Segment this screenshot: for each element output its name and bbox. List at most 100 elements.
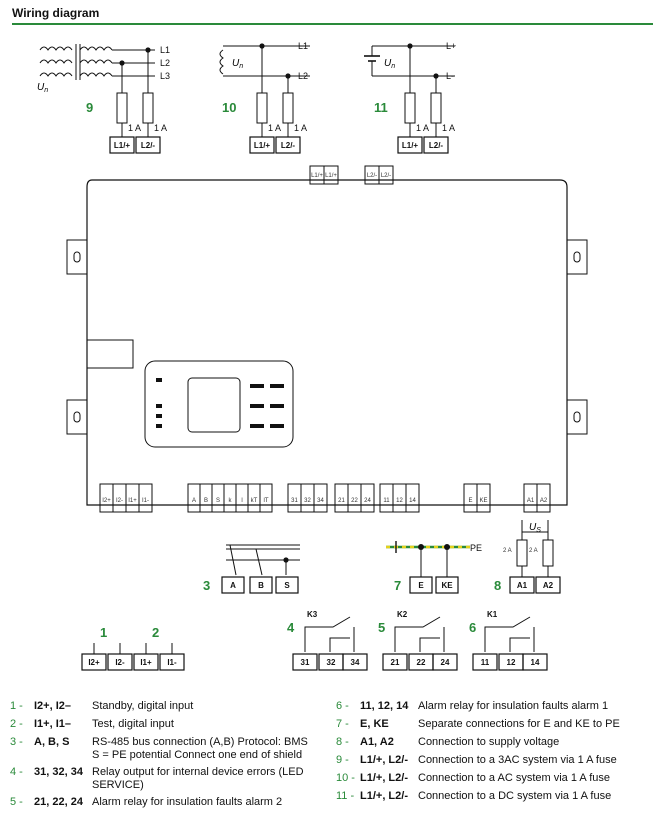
terminal-label: E	[418, 581, 424, 590]
terminal-label: 14	[531, 658, 540, 667]
terminal-label: L1/+	[114, 141, 131, 150]
wiring-diagram: L1 L2 L3 Un 9 1 A 1 A L1/+ L2/- L1 L2 Un…	[37, 41, 588, 671]
terminal-label: L1/+	[402, 141, 419, 150]
legend-description: Test, digital input	[92, 718, 174, 730]
legend-description: Connection to a 3AC system via 1 A fuse	[418, 754, 617, 766]
device-terminal-label: I2-	[116, 498, 123, 504]
terminal-label: S	[284, 581, 290, 590]
device-terminal-label: I1-	[142, 498, 149, 504]
terminal-label: 12	[507, 658, 516, 667]
legend-description: Alarm relay for insulation faults alarm …	[92, 796, 283, 808]
legend-terminals: I1+, I1–	[34, 718, 72, 730]
bottom-terminal-blocks	[99, 483, 551, 513]
fuse-rating: 1 A	[128, 123, 141, 133]
connection-7-pe	[386, 541, 470, 594]
legend-number: 9 -	[336, 754, 349, 766]
variant-number: 11	[374, 100, 388, 115]
legend-description: Connection to a DC system via 1 A fuse	[418, 790, 612, 802]
device-terminal-label: I2+	[102, 498, 111, 504]
device-terminal-label: 24	[364, 498, 371, 504]
legend-terminals: I2+, I2–	[34, 700, 72, 712]
device-terminal-label: A2	[540, 498, 548, 504]
line-label: L1	[298, 41, 308, 51]
supply-voltage-label: US	[529, 522, 541, 534]
legend-terminals: 21, 22, 24	[34, 796, 83, 808]
legend-terminals: L1/+, L2/-	[360, 754, 408, 766]
source-voltage-label: Un	[232, 58, 243, 70]
fuse-rating: 2 A	[503, 548, 512, 554]
legend-number: 1 -	[10, 700, 23, 712]
connection-number: 2	[152, 625, 159, 640]
device-terminal-label: L1/+	[311, 173, 323, 179]
connection-number: 4	[287, 620, 295, 635]
terminal-label: L2/-	[429, 141, 444, 150]
connection-3-rs485	[221, 544, 300, 594]
line-label: L-	[446, 71, 454, 81]
relay-k1	[472, 616, 548, 671]
device-terminal-label: k	[229, 498, 233, 504]
display-leds	[156, 378, 284, 428]
device-terminal-label: L1/+	[325, 173, 337, 179]
line-label: L2	[160, 58, 170, 68]
legend-number: 10 -	[336, 772, 355, 784]
connection-number: 7	[394, 578, 401, 593]
terminal-label: I1-	[167, 658, 177, 667]
pe-label: PE	[470, 543, 482, 553]
connection-8-supply	[509, 520, 561, 594]
terminal-label: I1+	[140, 658, 152, 667]
legend-terminals: 31, 32, 34	[34, 766, 83, 778]
terminal-label: A2	[543, 581, 554, 590]
device-terminal-label: B	[204, 498, 208, 504]
terminal-label: 24	[441, 658, 450, 667]
device-terminal-label: 11	[383, 498, 390, 504]
line-label: L1	[160, 45, 170, 55]
terminal-label: A1	[517, 581, 528, 590]
device-terminal-label: 22	[351, 498, 358, 504]
device-terminal-label: 34	[317, 498, 324, 504]
variant-number: 10	[222, 100, 236, 115]
legend-number: 6 -	[336, 700, 349, 712]
legend-terminals: L1/+, L2/-	[360, 790, 408, 802]
terminal-label: L1/+	[254, 141, 271, 150]
device-terminal-label: 32	[304, 498, 311, 504]
line-label: L+	[446, 41, 456, 51]
device-housing	[66, 179, 588, 506]
variant-11-dc	[364, 45, 455, 154]
line-label: L2	[298, 71, 308, 81]
terminal-label: 32	[327, 658, 336, 667]
device-terminal-label: kT	[251, 498, 258, 504]
connection-number: 5	[378, 620, 385, 635]
connection-number: 1	[100, 625, 107, 640]
legend-terminals: E, KE	[360, 718, 389, 730]
device-terminal-label: I1+	[128, 498, 137, 504]
device-terminal-label: 14	[409, 498, 416, 504]
fuse-rating: 1 A	[154, 123, 167, 133]
fuse-rating: 1 A	[416, 123, 429, 133]
legend-number: 8 -	[336, 736, 349, 748]
device-terminal-label: KE	[479, 498, 487, 504]
connection-1-2-inputs	[81, 643, 185, 671]
header: Wiring diagram	[12, 6, 653, 25]
legend-description: Separate connections for E and KE to PE	[418, 718, 620, 730]
terminal-label: 34	[351, 658, 360, 667]
line-label: L3	[160, 71, 170, 81]
connection-number: 6	[469, 620, 476, 635]
fuse-rating: 1 A	[268, 123, 281, 133]
terminal-label: L2/-	[141, 141, 156, 150]
terminal-label: KE	[441, 581, 453, 590]
terminal-label: 11	[481, 658, 490, 667]
variant-10-ac	[219, 45, 310, 154]
legend-description: Relay output for internal device errors …	[92, 766, 304, 791]
variant-9-3ac	[39, 44, 161, 154]
legend-description: Connection to supply voltage	[418, 736, 560, 748]
device-terminal-label: 31	[291, 498, 298, 504]
legend-number: 11 -	[336, 790, 355, 802]
legend-number: 4 -	[10, 766, 23, 778]
source-voltage-label: Un	[37, 82, 48, 94]
page-title: Wiring diagram	[12, 6, 100, 20]
terminal-label: 21	[391, 658, 400, 667]
relay-label: K1	[487, 610, 498, 619]
legend-number: 3 -	[10, 736, 23, 748]
connection-number: 8	[494, 578, 501, 593]
legend-terminals: A1, A2	[360, 736, 394, 748]
